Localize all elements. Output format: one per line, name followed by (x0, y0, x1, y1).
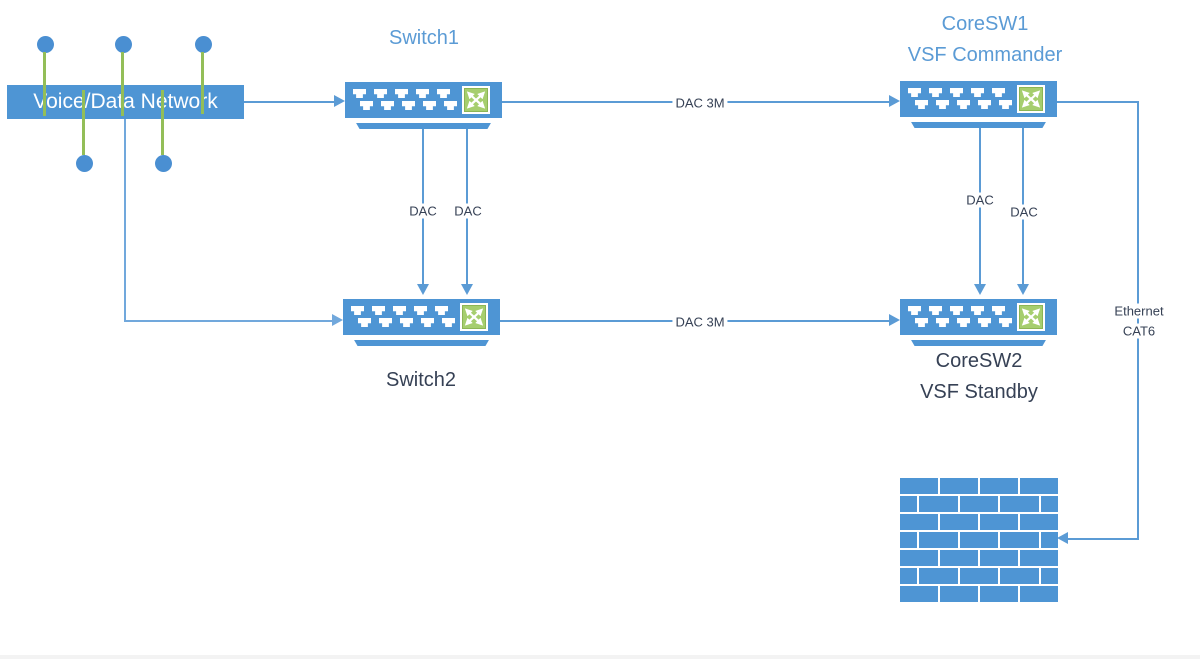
link-label-dac: DAC (406, 203, 440, 219)
link-network-switch2 (124, 119, 126, 322)
arrowhead-icon (974, 284, 986, 295)
coresw1-node[interactable] (900, 81, 1057, 117)
crossover-x-icon (460, 303, 488, 331)
coresw2-subtitle: VSF Standby (920, 381, 1038, 403)
coresw1-title: CoreSW1 (941, 13, 1029, 35)
switch-tray (911, 122, 1046, 128)
switch2-title: Switch2 (385, 369, 457, 391)
arrowhead-icon (461, 284, 473, 295)
arrowhead-icon (417, 284, 429, 295)
link-label-cat6: CAT6 (1119, 323, 1159, 339)
firewall-brick-wall-icon[interactable] (900, 478, 1059, 602)
link-coresw1-firewall (1137, 101, 1139, 539)
voice-data-network-node[interactable]: Voice/Data Network (7, 85, 244, 119)
coresw2-title: CoreSW2 (935, 350, 1023, 372)
endpoint-dot[interactable] (76, 155, 93, 172)
coresw2-node[interactable] (900, 299, 1057, 335)
endpoint-link-line (201, 52, 204, 114)
arrowhead-icon (1017, 284, 1029, 295)
endpoint-link-line (161, 90, 164, 155)
link-coresw1-firewall (1068, 538, 1139, 540)
bottom-divider (0, 655, 1200, 659)
endpoint-link-line (121, 52, 124, 116)
link-label-dac: DAC (1007, 204, 1041, 220)
arrowhead-icon (889, 314, 900, 326)
link-coresw1-firewall (1057, 101, 1139, 103)
switch-tray (356, 123, 491, 129)
link-label-dac: DAC (963, 192, 997, 208)
link-label-dac: DAC (451, 203, 485, 219)
crossover-x-icon (1017, 303, 1045, 331)
link-label-dac3m: DAC 3M (672, 314, 728, 330)
endpoint-dot[interactable] (115, 36, 132, 53)
switch2-node[interactable] (343, 299, 500, 335)
link-network-switch1 (244, 101, 334, 103)
arrowhead-icon (1057, 532, 1068, 544)
crossover-x-icon (462, 86, 490, 114)
link-label-ethernet: Ethernet (1111, 303, 1167, 319)
endpoint-dot[interactable] (155, 155, 172, 172)
link-label-dac3m: DAC 3M (672, 95, 728, 111)
endpoint-link-line (43, 52, 46, 116)
link-network-switch2 (124, 320, 332, 322)
arrowhead-icon (334, 95, 345, 107)
switch-tray (911, 340, 1046, 346)
switch1-title: Switch1 (388, 27, 460, 49)
arrowhead-icon (332, 314, 343, 326)
endpoint-dot[interactable] (195, 36, 212, 53)
switch1-node[interactable] (345, 82, 502, 118)
endpoint-dot[interactable] (37, 36, 54, 53)
crossover-x-icon (1017, 85, 1045, 113)
arrowhead-icon (889, 95, 900, 107)
coresw1-subtitle: VSF Commander (907, 44, 1063, 66)
switch-tray (354, 340, 489, 346)
endpoint-link-line (82, 90, 85, 155)
